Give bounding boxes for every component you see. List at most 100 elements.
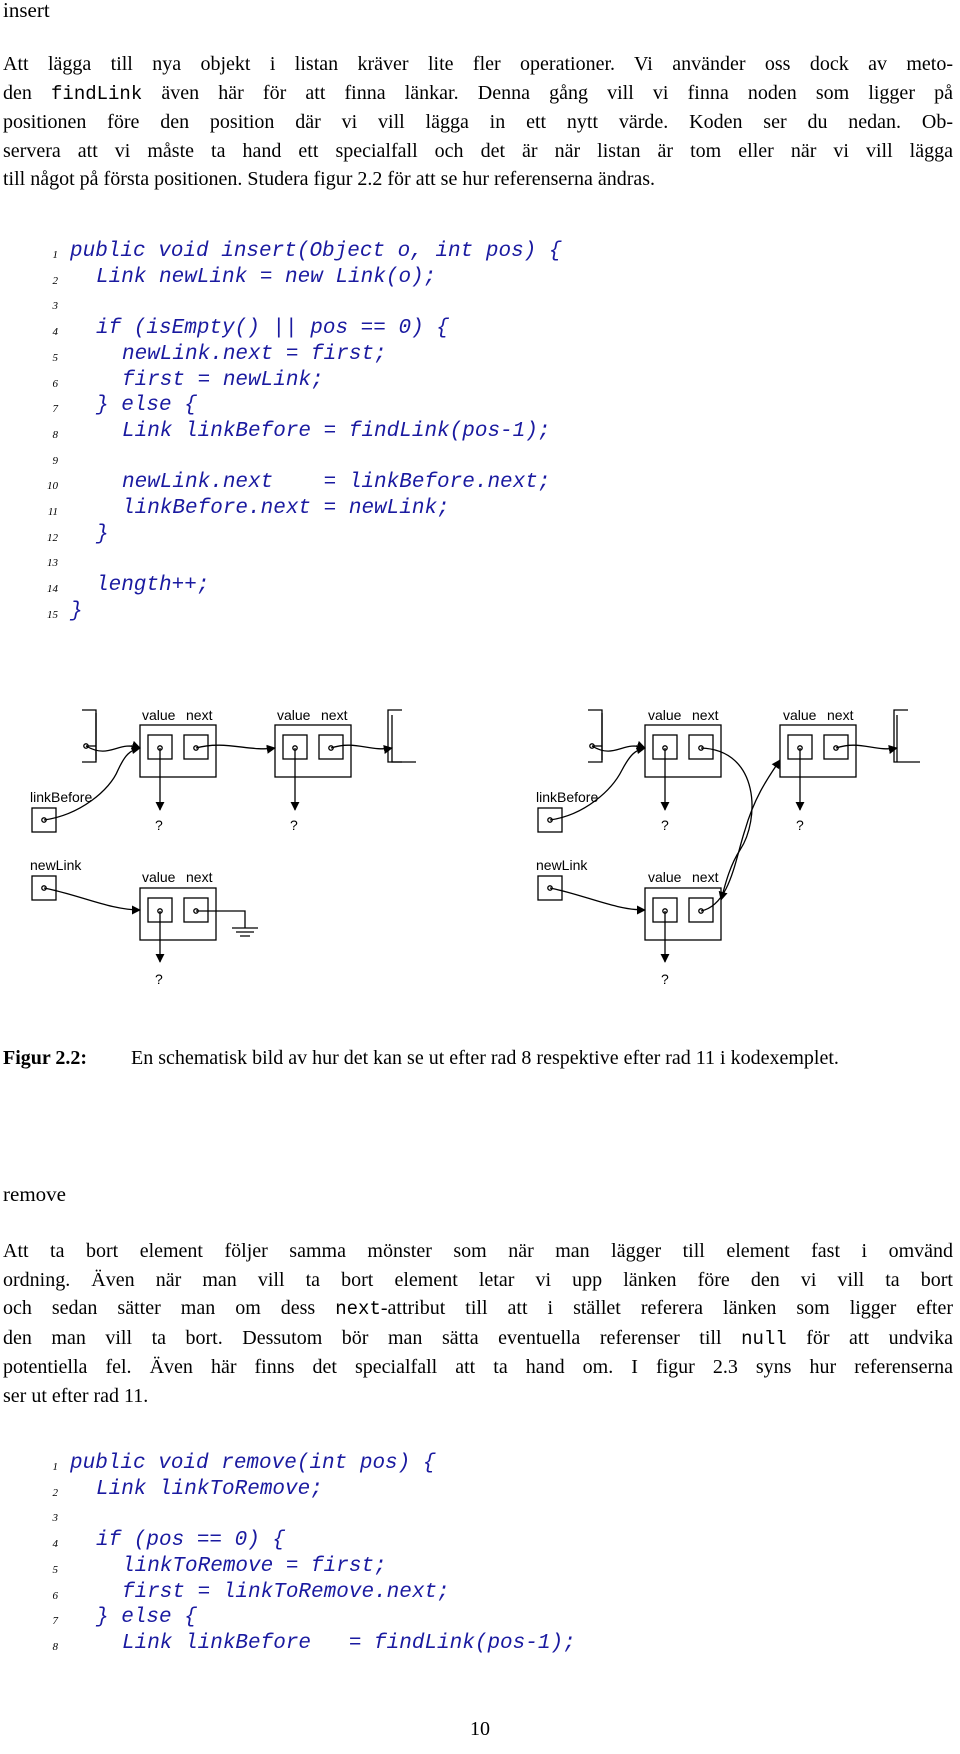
left-new-link-label: newLink: [30, 857, 82, 873]
code-line: 6 first = linkToRemove.next;: [0, 1581, 960, 1609]
left-link-before-label: linkBefore: [30, 789, 92, 805]
paragraph-text: den: [3, 81, 52, 104]
code-text: }: [70, 599, 83, 623]
code-line: 4 if (pos == 0) {: [0, 1529, 960, 1557]
code-line: 2 Link newLink = new Link(o);: [0, 266, 960, 294]
right-value-label: value: [648, 707, 682, 723]
left-new-value-label: value: [142, 869, 176, 885]
line-number: 7: [52, 403, 59, 416]
paragraph-text: även här för att finna länkar. Denna gån…: [142, 81, 953, 104]
paragraph-text: den man vill ta bort. Dessutom bör man s…: [3, 1326, 742, 1349]
line-number: 6: [52, 1589, 59, 1602]
paragraph-line: ordning. Även när man vill ta bort eleme…: [3, 1268, 953, 1291]
code-line: 8 Link linkBefore = findLink(pos-1);: [0, 420, 960, 448]
code-text: first = newLink;: [122, 368, 324, 392]
code-line: 13: [0, 548, 960, 576]
code-text: } else {: [96, 394, 197, 418]
paragraph-line: Att lägga till nya objekt i listan kräve…: [3, 53, 953, 75]
remove-paragraph: Att ta bort element följer samma mönster…: [3, 1237, 953, 1410]
left-unknown-1: ?: [155, 817, 163, 833]
code-text: linkToRemove = first;: [122, 1554, 387, 1578]
right-unknown-1: ?: [661, 817, 669, 833]
line-number: 14: [47, 583, 58, 596]
paragraph-line: potentiella fel. Även här finns det spec…: [3, 1356, 953, 1378]
code-line: 9: [0, 446, 960, 474]
code-line: 3: [0, 291, 960, 319]
line-number: 11: [47, 506, 58, 518]
code-text: if (pos == 0) {: [96, 1529, 286, 1553]
line-number: 4: [52, 326, 59, 339]
caption-label: Figur 2.2:: [3, 1047, 88, 1069]
line-number: 5: [52, 351, 59, 364]
right-link-before-label: linkBefore: [536, 789, 598, 805]
line-number: 15: [47, 608, 58, 621]
paragraph-text: och sedan sätter man om dess: [3, 1297, 336, 1319]
paragraph-text: -attribut till att i stället referera lä…: [380, 1297, 953, 1319]
right-new-next-label: next: [692, 869, 719, 885]
left-value-label: value: [142, 707, 176, 723]
line-number: 7: [52, 1615, 59, 1628]
code-text: } else {: [96, 1606, 197, 1630]
new-link-box: [31, 875, 57, 901]
code-text: Link newLink = new Link(o);: [96, 265, 437, 289]
code-line: 12}: [0, 523, 960, 551]
line-number: 8: [52, 428, 59, 441]
paragraph-text: för att undvika: [786, 1326, 954, 1349]
new-node-box: [139, 887, 217, 941]
line-number: 5: [52, 1563, 59, 1576]
left-next-label: next: [321, 707, 348, 723]
section-heading-remove: remove: [3, 1182, 66, 1206]
code-text: first = linkToRemove.next;: [122, 1580, 450, 1604]
code-line: 5 newLink.next = first;: [0, 343, 960, 371]
right-new-value-label: value: [648, 869, 682, 885]
line-number: 2: [52, 274, 59, 287]
line-number: 6: [52, 377, 59, 390]
code-line: 5 linkToRemove = first;: [0, 1555, 960, 1583]
line-number: 9: [52, 454, 59, 467]
paragraph-line: den findLink även här för att finna länk…: [3, 79, 953, 109]
code-text: linkBefore.next = newLink;: [122, 497, 450, 520]
left-new-next-label: next: [186, 869, 213, 885]
inline-code: null: [741, 1327, 787, 1350]
code-text: if (isEmpty() || pos == 0) {: [96, 317, 449, 341]
left-value-label: value: [277, 707, 311, 723]
paragraph-line: den man vill ta bort. Dessutom bör man s…: [3, 1324, 953, 1354]
right-next-label: next: [692, 707, 719, 723]
code-text: }: [96, 522, 109, 546]
inline-code: findLink: [51, 82, 143, 105]
node-2-box: [274, 724, 352, 778]
caption-text: En schematisk bild av hur det kan se ut …: [131, 1047, 839, 1069]
diagram-after-line-8: [31, 709, 416, 963]
section-heading-insert: insert: [3, 0, 50, 22]
code-text: public void insert(Object o, int pos) {: [70, 240, 562, 263]
code-text: Link linkBefore = findLink(pos-1);: [122, 419, 551, 443]
insert-paragraph: Att lägga till nya objekt i listan kräve…: [3, 50, 953, 194]
line-number: 4: [52, 1538, 59, 1551]
link-before-box: [31, 807, 57, 833]
line-number: 8: [52, 1640, 59, 1653]
left-unknown-3: ?: [155, 971, 163, 987]
paragraph-line: ser ut efter rad 11.: [3, 1384, 149, 1407]
line-number: 1: [52, 1461, 59, 1473]
code-text: newLink.next = linkBefore.next;: [122, 471, 551, 495]
right-next-label: next: [827, 707, 854, 723]
right-unknown-3: ?: [661, 971, 669, 987]
code-text: length++;: [96, 574, 210, 598]
line-number: 13: [47, 557, 58, 570]
code-text: newLink.next = first;: [122, 342, 387, 366]
inline-code: next: [335, 1298, 381, 1320]
line-number: 12: [47, 531, 58, 544]
code-line: 15}: [0, 600, 960, 628]
right-value-label: value: [783, 707, 817, 723]
line-number: 3: [52, 300, 59, 313]
right-new-link-label: newLink: [536, 857, 588, 873]
paragraph-line: servera att vi måste ta hand ett special…: [3, 139, 953, 162]
page-number: 10: [470, 1718, 490, 1740]
line-number: 1: [52, 249, 59, 261]
code-line: 3: [0, 1503, 960, 1531]
code-line: 14 length++;: [0, 574, 960, 602]
code-line: 4 if (isEmpty() || pos == 0) {: [0, 317, 960, 345]
